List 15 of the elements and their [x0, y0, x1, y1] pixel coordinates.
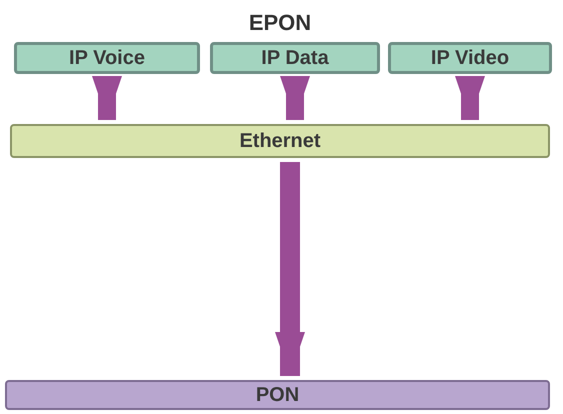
- diagram-title: EPON: [248, 9, 312, 37]
- arrow: [455, 76, 485, 120]
- layer-label: Ethernet: [239, 131, 321, 151]
- arrow: [92, 76, 122, 120]
- layer-box: [10, 124, 550, 158]
- layer-label: IP Voice: [69, 48, 145, 68]
- layer-box: [5, 380, 550, 410]
- layer-label: IP Data: [261, 48, 329, 68]
- layer-box: [210, 42, 380, 74]
- layer-label: IP Video: [430, 48, 510, 68]
- layer-box: [14, 42, 200, 74]
- layer-box: [388, 42, 552, 74]
- arrow: [275, 162, 305, 376]
- arrow: [280, 76, 310, 120]
- layer-label: PON: [256, 385, 300, 405]
